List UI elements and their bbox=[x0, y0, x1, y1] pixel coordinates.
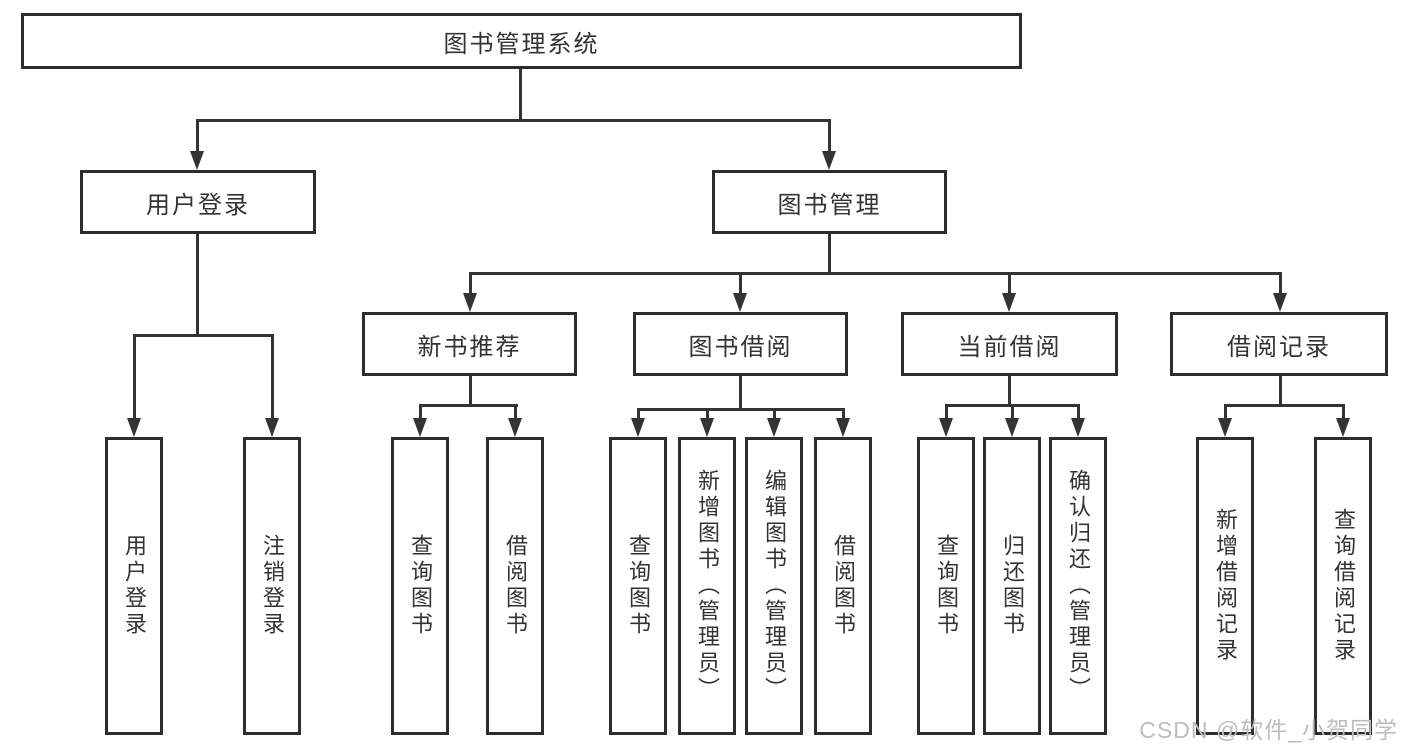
leaf-newrec-query-books: 查询图书 bbox=[391, 437, 449, 735]
node-book-borrowing: 图书借阅 bbox=[633, 312, 848, 376]
connector-userlogin-stem bbox=[196, 234, 199, 337]
arrowhead-icon bbox=[1336, 418, 1350, 437]
connector-login-drop-1 bbox=[133, 334, 136, 420]
arrowhead-icon bbox=[463, 293, 477, 312]
node-book-management: 图书管理 bbox=[712, 170, 947, 234]
leaf-label: 注销登录 bbox=[260, 534, 285, 638]
connector-bookborrow-drop-3 bbox=[773, 408, 776, 420]
arrowhead-icon bbox=[1005, 418, 1019, 437]
leaf-borrow-add-books-admin: 新增图书（管理员） bbox=[678, 437, 736, 735]
leaf-newrec-borrow-books: 借阅图书 bbox=[486, 437, 544, 735]
connector-level3-rail bbox=[469, 272, 1282, 275]
leaf-label: 借阅图书 bbox=[503, 534, 528, 638]
leaf-label: 编辑图书（管理员） bbox=[762, 469, 787, 703]
connector-root-stem bbox=[519, 69, 522, 120]
node-library-management-system: 图书管理系统 bbox=[21, 13, 1022, 69]
leaf-borrow-query-books: 查询图书 bbox=[609, 437, 667, 735]
node-label: 用户登录 bbox=[146, 191, 250, 219]
arrowhead-icon bbox=[127, 418, 141, 437]
connector-currentborrow-drop-1 bbox=[945, 404, 948, 420]
leaf-label: 查询借阅记录 bbox=[1331, 508, 1356, 664]
connector-records-drop-1 bbox=[1224, 404, 1227, 420]
connector-userlogin-drop bbox=[196, 119, 199, 153]
connector-records-drop bbox=[1279, 272, 1282, 296]
arrowhead-icon bbox=[265, 418, 279, 437]
arrowhead-icon bbox=[413, 418, 427, 437]
node-label: 图书管理 bbox=[777, 191, 882, 219]
csdn-watermark: CSDN @软件_小贺同学 bbox=[1139, 717, 1398, 743]
connector-login-rail bbox=[133, 334, 274, 337]
node-borrowing-records: 借阅记录 bbox=[1170, 312, 1388, 376]
connector-bookborrow-drop-1 bbox=[637, 408, 640, 420]
arrowhead-icon bbox=[733, 293, 747, 312]
node-label: 当前借阅 bbox=[957, 333, 1062, 361]
leaf-current-return-books: 归还图书 bbox=[983, 437, 1041, 735]
connector-bookborrow-stem bbox=[739, 376, 742, 411]
connector-records-rail bbox=[1224, 404, 1345, 407]
node-label: 新书推荐 bbox=[417, 333, 522, 361]
arrowhead-icon bbox=[508, 418, 522, 437]
arrowhead-icon bbox=[631, 418, 645, 437]
connector-records-stem bbox=[1279, 376, 1282, 407]
leaf-label: 借阅图书 bbox=[831, 534, 856, 638]
connector-bookborrow-drop-2 bbox=[706, 408, 709, 420]
connector-records-drop-2 bbox=[1342, 404, 1345, 420]
connector-currentborrow-drop-2 bbox=[1011, 404, 1014, 420]
arrowhead-icon bbox=[1218, 418, 1232, 437]
leaf-user-login: 用户登录 bbox=[105, 437, 163, 735]
node-label: 借阅记录 bbox=[1227, 333, 1331, 361]
leaf-current-confirm-return-admin: 确认归还（管理员） bbox=[1049, 437, 1107, 735]
connector-currentborrow-drop bbox=[1008, 272, 1011, 296]
connector-bookborrow-drop-4 bbox=[842, 408, 845, 420]
leaf-label: 查询图书 bbox=[934, 534, 959, 638]
connector-newrec-drop-2 bbox=[514, 404, 517, 420]
node-current-borrowing: 当前借阅 bbox=[901, 312, 1118, 376]
arrowhead-icon bbox=[700, 418, 714, 437]
arrowhead-icon bbox=[1273, 293, 1287, 312]
connector-currentborrow-stem bbox=[1008, 376, 1011, 407]
connector-newrec-drop bbox=[469, 272, 472, 296]
arrowhead-icon bbox=[190, 151, 204, 170]
node-user-login: 用户登录 bbox=[80, 170, 316, 234]
connector-newrec-stem bbox=[469, 376, 472, 407]
node-new-book-recommend: 新书推荐 bbox=[362, 312, 577, 376]
leaf-current-query-books: 查询图书 bbox=[917, 437, 975, 735]
arrowhead-icon bbox=[1071, 418, 1085, 437]
arrowhead-icon bbox=[767, 418, 781, 437]
connector-bookmgmt-drop bbox=[828, 119, 831, 153]
node-label: 图书借阅 bbox=[688, 333, 793, 361]
connector-level2-rail bbox=[196, 119, 831, 122]
leaf-label: 新增图书（管理员） bbox=[695, 469, 720, 703]
leaf-records-query-record: 查询借阅记录 bbox=[1314, 437, 1372, 735]
connector-bookmgmt-stem bbox=[828, 234, 831, 275]
connector-bookborrow-drop bbox=[739, 272, 742, 296]
arrowhead-icon bbox=[822, 151, 836, 170]
arrowhead-icon bbox=[939, 418, 953, 437]
arrowhead-icon bbox=[1002, 293, 1016, 312]
node-label: 图书管理系统 bbox=[443, 30, 600, 58]
connector-bookborrow-rail bbox=[637, 408, 845, 411]
leaf-label: 查询图书 bbox=[408, 534, 433, 638]
connector-newrec-rail bbox=[419, 404, 518, 407]
connector-login-drop-2 bbox=[271, 334, 274, 420]
connector-currentborrow-drop-3 bbox=[1077, 404, 1080, 420]
leaf-label: 用户登录 bbox=[122, 534, 147, 638]
arrowhead-icon bbox=[836, 418, 850, 437]
leaf-label: 归还图书 bbox=[1000, 534, 1025, 638]
leaf-label: 确认归还（管理员） bbox=[1066, 469, 1091, 703]
leaf-borrow-borrow-books: 借阅图书 bbox=[814, 437, 872, 735]
leaf-label: 新增借阅记录 bbox=[1213, 508, 1238, 664]
leaf-records-add-record: 新增借阅记录 bbox=[1196, 437, 1254, 735]
leaf-borrow-edit-books-admin: 编辑图书（管理员） bbox=[745, 437, 803, 735]
leaf-logout: 注销登录 bbox=[243, 437, 301, 735]
connector-newrec-drop-1 bbox=[419, 404, 422, 420]
leaf-label: 查询图书 bbox=[626, 534, 651, 638]
